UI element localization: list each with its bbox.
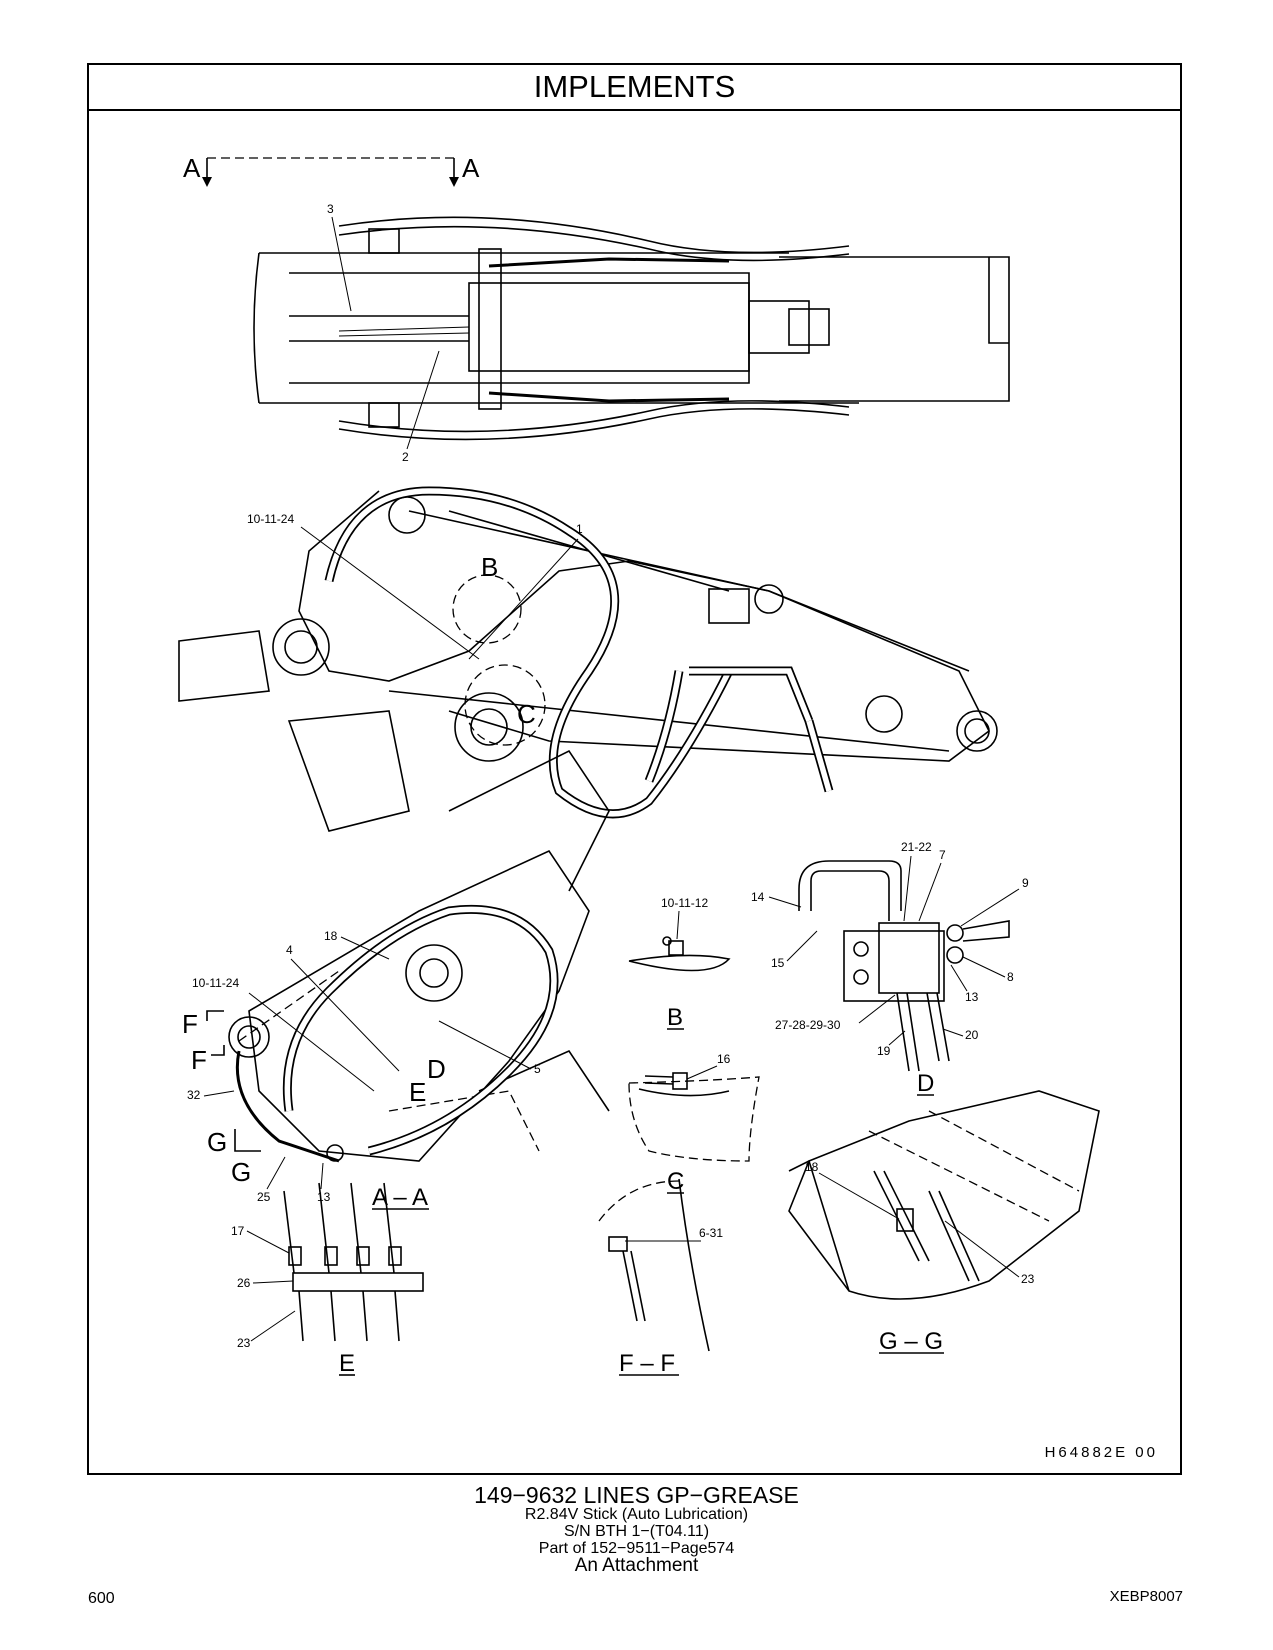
- callout-17: 17: [231, 1224, 245, 1238]
- detail-marker-c: C: [517, 699, 536, 729]
- detail-view-ff: 6-31 F – F: [598, 1178, 723, 1377]
- detail-marker-d: D: [427, 1054, 446, 1084]
- callout-13-d: 13: [965, 990, 979, 1004]
- callout-1: 1: [576, 522, 583, 536]
- detail-marker-e: E: [409, 1077, 426, 1107]
- callout-3: 3: [327, 202, 334, 216]
- detail-view-d: 21-22 7 9 14 15 8 13 27-28-29-30 19 20 D: [751, 840, 1029, 1097]
- view-aa: 18 4 10-11-24 F F 32 D E 5 G G 25 13 A –…: [182, 749, 610, 1211]
- view-label-aa: A – A: [372, 1184, 428, 1211]
- callout-4: 4: [286, 943, 293, 957]
- detail-marker-b: B: [481, 552, 498, 582]
- diagram-frame: IMPLEMENTS A A: [87, 63, 1182, 1475]
- callout-5: 5: [534, 1062, 541, 1076]
- view-label-gg: G – G: [879, 1328, 943, 1355]
- callout-32: 32: [187, 1088, 201, 1102]
- callout-6-31: 6-31: [699, 1226, 723, 1240]
- section-label-a-right: A: [462, 153, 480, 183]
- callout-19: 19: [877, 1044, 891, 1058]
- part-of-reference: Part of 152−9511−Page574: [538, 1540, 735, 1557]
- callout-23-e: 23: [237, 1336, 251, 1350]
- callout-14: 14: [751, 890, 765, 904]
- section-label-a-left: A: [183, 153, 201, 183]
- view-label-e: E: [339, 1350, 355, 1377]
- document-code: XEBP8007: [1109, 1588, 1183, 1605]
- callout-20: 20: [965, 1028, 979, 1042]
- side-view: 10-11-24 1 B C: [178, 486, 998, 832]
- callout-21-22: 21-22: [901, 840, 932, 854]
- detail-view-e: 17 26 23 E: [231, 1182, 424, 1377]
- attachment-note: An Attachment: [574, 1555, 699, 1576]
- callout-10-11-24: 10-11-24: [247, 512, 294, 526]
- callout-8: 8: [1007, 970, 1014, 984]
- callout-9: 9: [1022, 876, 1029, 890]
- page-number: 600: [88, 1590, 115, 1607]
- callout-26: 26: [237, 1276, 251, 1290]
- callout-15: 15: [771, 956, 785, 970]
- callout-18-gg: 18: [805, 1160, 819, 1174]
- section-marker-aa: A A: [183, 153, 480, 187]
- view-label-ff: F – F: [619, 1350, 675, 1377]
- callout-25: 25: [257, 1190, 271, 1204]
- callout-7: 7: [939, 848, 946, 862]
- drawing-code: H64882E 00: [1044, 1444, 1158, 1461]
- callout-27-28-29-30: 27-28-29-30: [775, 1018, 841, 1032]
- detail-view-b: 10-11-12 B: [628, 896, 731, 1031]
- section-label-g-lower: G: [231, 1157, 251, 1187]
- callout-10-11-24-aa: 10-11-24: [192, 976, 239, 990]
- part-title: 149−9632 LINES GP−GREASE: [474, 1482, 799, 1508]
- serial-range: S/N BTH 1−(T04.11): [563, 1523, 710, 1540]
- top-view: 3 2: [253, 202, 1010, 464]
- section-label-f-upper: F: [182, 1009, 198, 1039]
- detail-view-gg: 18 23 G – G: [788, 1090, 1100, 1355]
- part-caption: 149−9632 LINES GP−GREASE R2.84V Stick (A…: [0, 1482, 1273, 1576]
- page-title: IMPLEMENTS: [89, 65, 1180, 111]
- view-label-d: D: [917, 1070, 934, 1097]
- callout-16: 16: [717, 1052, 731, 1066]
- part-description: R2.84V Stick (Auto Lubrication): [524, 1506, 749, 1523]
- detail-view-c: 16 C: [628, 1052, 760, 1195]
- callout-23-gg: 23: [1021, 1272, 1035, 1286]
- callout-13: 13: [317, 1190, 331, 1204]
- view-label-b: B: [667, 1004, 683, 1031]
- callout-18: 18: [324, 929, 338, 943]
- parts-diagram: A A: [178, 153, 1100, 1377]
- section-label-g-upper: G: [207, 1127, 227, 1157]
- callout-10-11-12: 10-11-12: [661, 896, 708, 910]
- callout-2: 2: [402, 450, 409, 464]
- section-label-f-lower: F: [191, 1045, 207, 1075]
